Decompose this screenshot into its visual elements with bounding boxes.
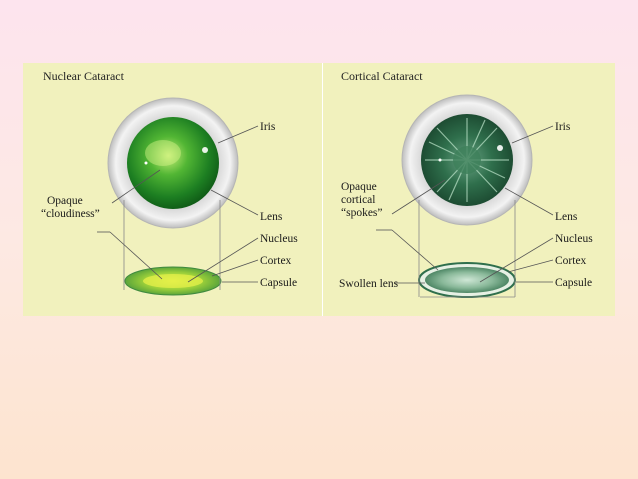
cortical-label-cortex: Cortex — [555, 255, 587, 267]
cortical-highlight-small — [438, 158, 442, 162]
nuclear-label-opaque: Opaque — [47, 195, 83, 207]
nuclear-highlight-small — [144, 161, 148, 165]
cortical-label-iris: Iris — [555, 121, 571, 133]
nuclear-title: Nuclear Cataract — [43, 69, 125, 83]
nuclear-highlight — [202, 147, 208, 153]
nuclear-label-cortex: Cortex — [260, 255, 292, 267]
cortical-label-lens: Lens — [555, 211, 578, 223]
panel-divider — [322, 63, 323, 316]
nuclear-cataract-panel: Nuclear Cataract Iris Opaque — [41, 69, 298, 296]
cortical-cataract-panel: Cortical Cataract — [339, 69, 593, 298]
nuclear-label-iris: Iris — [260, 121, 276, 133]
cortical-label-swollen-lens: Swollen lens — [339, 278, 399, 290]
cortical-label-opaque: Opaque — [341, 181, 377, 193]
cortical-highlight — [497, 145, 503, 151]
cortical-label-nucleus: Nucleus — [555, 233, 593, 245]
nuclear-label-lens: Lens — [260, 211, 283, 223]
nuclear-label-cloudiness: “cloudiness” — [41, 208, 100, 220]
nuclear-cloudiness — [145, 140, 181, 166]
cortical-lens-side — [425, 267, 509, 293]
cortical-title: Cortical Cataract — [341, 69, 423, 83]
nuclear-label-capsule: Capsule — [260, 277, 297, 289]
nuclear-nucleus-side — [143, 274, 203, 288]
nuclear-label-nucleus: Nucleus — [260, 233, 298, 245]
nuclear-lens — [127, 117, 219, 209]
cortical-label-spokes: “spokes” — [341, 207, 383, 219]
cortical-label-cortical: cortical — [341, 194, 375, 206]
cortical-label-capsule: Capsule — [555, 277, 592, 289]
cortical-center — [453, 146, 481, 174]
